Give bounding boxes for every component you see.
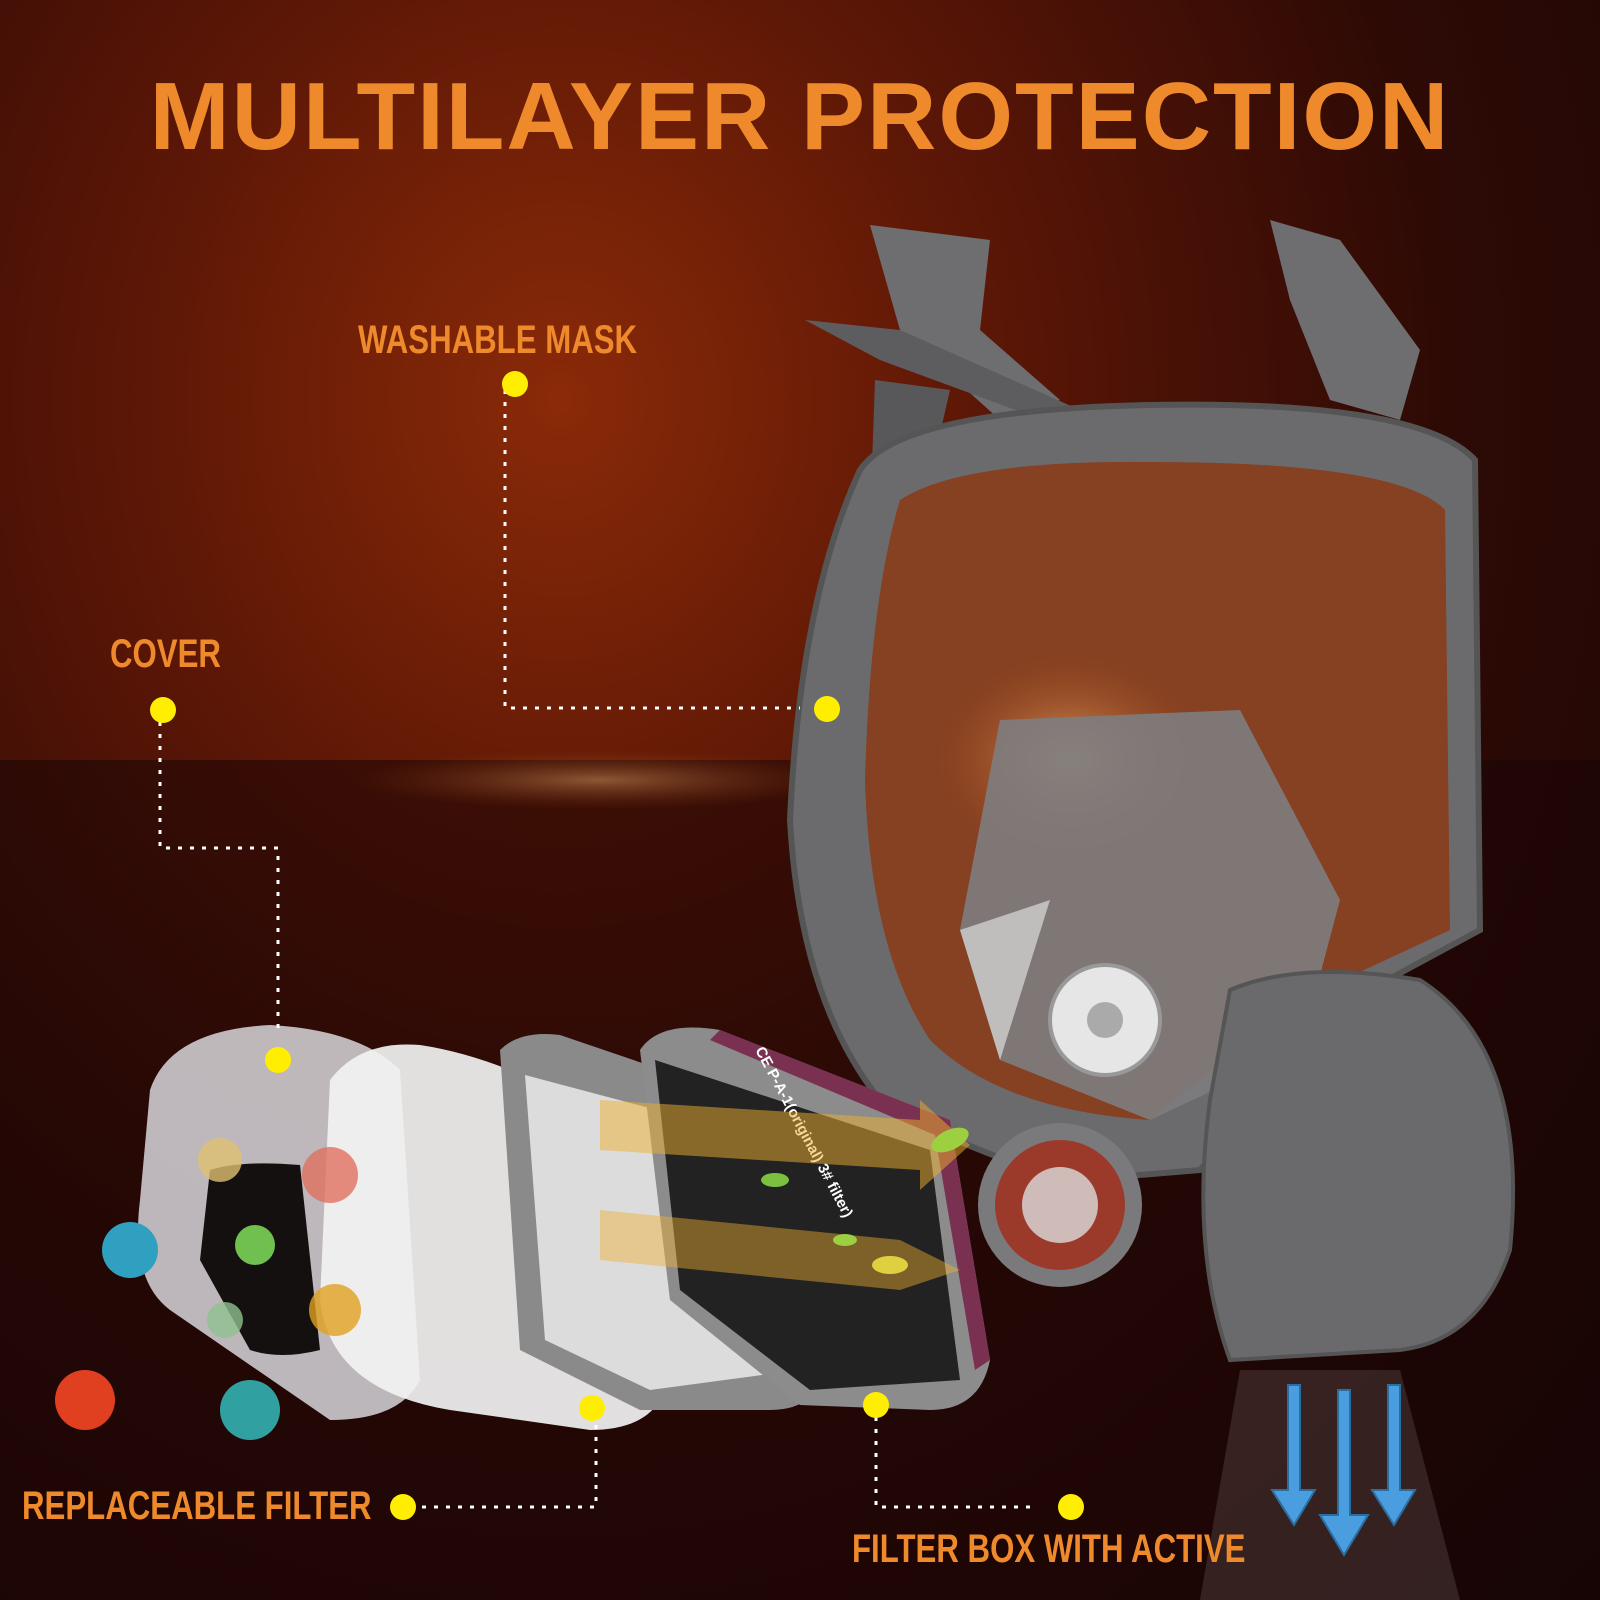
virus-icon (55, 1138, 361, 1440)
label-washable-mask: WASHABLE MASK (358, 318, 638, 362)
page-title: MULTILAYER PROTECTION (149, 63, 1451, 170)
label-filter-box: FILTER BOX WITH ACTIVE (852, 1527, 1246, 1571)
marker-dot-replaceable-filter-label (390, 1494, 416, 1520)
right-cartridge (1201, 970, 1516, 1363)
marker-dot-filter-pad (579, 1395, 605, 1421)
marker-dot-cover-label (150, 697, 176, 723)
marker-dot-filter-box-label (1058, 1494, 1084, 1520)
marker-dot-filter-box (863, 1392, 889, 1418)
label-replaceable-filter: REPLACEABLE FILTER (22, 1484, 372, 1528)
airflow-arrow-icon (1270, 1384, 1417, 1557)
marker-dot-cover (265, 1047, 291, 1073)
label-cover: COVER (110, 632, 221, 676)
marker-dot-mask (814, 696, 840, 722)
marker-dot-washable-mask (502, 371, 528, 397)
leaf-icon (761, 1127, 969, 1274)
leader-lines (158, 390, 1037, 1509)
